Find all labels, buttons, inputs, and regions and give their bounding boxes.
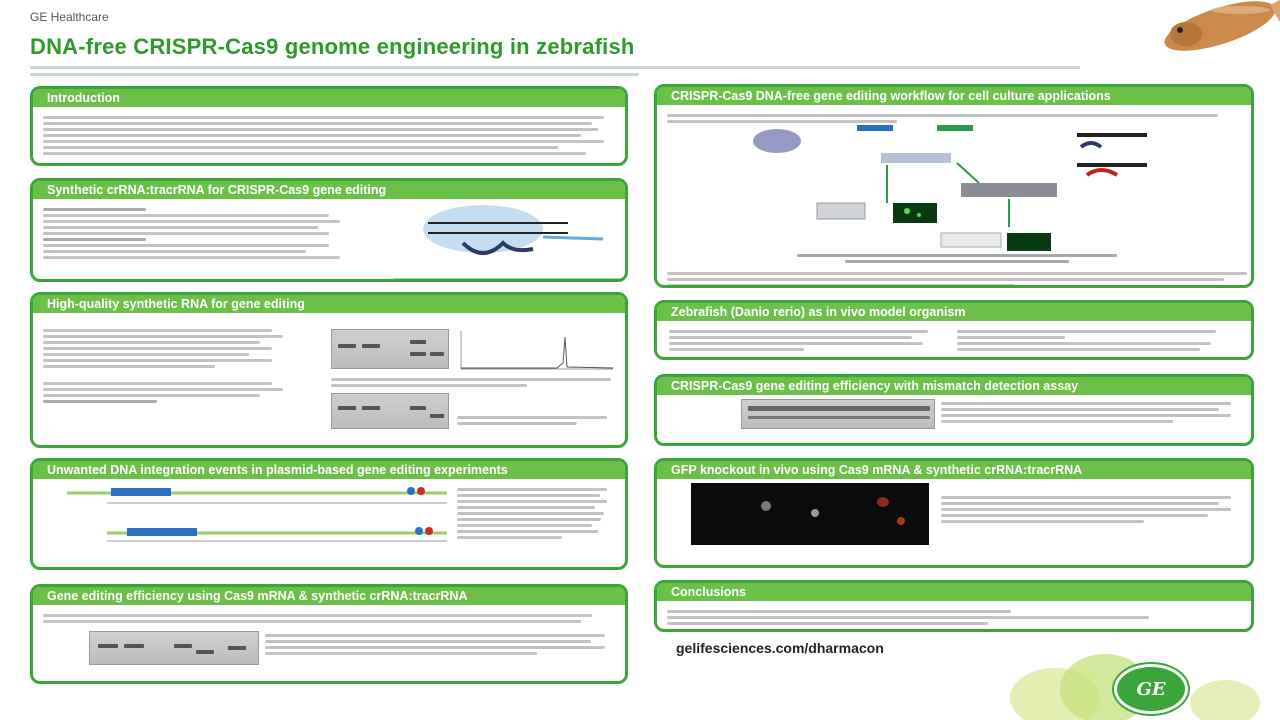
panel-high-quality-rna: High-quality synthetic RNA for gene edit… [30,292,628,448]
panel-title: GFP knockout in vivo using Cas9 mRNA & s… [657,461,1251,480]
poster-title: DNA-free CRISPR-Cas9 genome engineering … [30,34,635,59]
panel-body [657,105,1251,285]
website-url[interactable]: gelifesciences.com/dharmacon [676,640,884,656]
panel-title: High-quality synthetic RNA for gene edit… [33,295,625,314]
panel-body [657,395,1251,430]
panel-body [657,321,1251,352]
panel-title: Zebrafish (Danio rerio) as in vivo model… [657,303,1251,322]
panel-conclusions: Conclusions [654,580,1254,632]
panel-gene-editing-efficiency: Gene editing efficiency using Cas9 mRNA … [30,584,628,684]
panel-title: Unwanted DNA integration events in plasm… [33,461,625,480]
brand-label: GE Healthcare [30,10,109,24]
panel-unwanted-integration: Unwanted DNA integration events in plasm… [30,458,628,570]
zebrafish-illustration [1164,0,1280,51]
gel-image-2 [331,393,449,430]
panel-title: Introduction [33,89,625,108]
panel-zebrafish-model: Zebrafish (Danio rerio) as in vivo model… [654,300,1254,360]
decorative-circle [1190,680,1260,720]
gel-image [331,329,449,370]
panel-title: Gene editing efficiency using Cas9 mRNA … [33,587,625,606]
panel-body [33,479,625,542]
panel-body [657,479,1251,546]
plasmid-integration-diagram [67,487,447,542]
panel-introduction: Introduction [30,86,628,166]
panel-title: Synthetic crRNA:tracrRNA for CRISPR-Cas9… [33,181,625,200]
ge-logo-icon: GE [1114,664,1188,714]
panel-title: CRISPR-Cas9 gene editing efficiency with… [657,377,1251,396]
chromatogram-plot [460,331,614,370]
panel-body [33,605,625,666]
panel-title: Conclusions [657,583,1251,602]
microscopy-image [691,483,929,546]
panel-gfp-knockout: GFP knockout in vivo using Cas9 mRNA & s… [654,458,1254,568]
panel-synthetic-rna: Synthetic crRNA:tracrRNA for CRISPR-Cas9… [30,178,628,282]
panel-body [33,107,625,163]
workflow-diagram [753,125,1147,252]
panel-body [33,313,625,430]
author-affiliations [30,66,1080,80]
panel-title: CRISPR-Cas9 DNA-free gene editing workfl… [657,87,1251,106]
gel-image [89,631,259,666]
gel-image [741,399,935,430]
panel-mismatch-assay: CRISPR-Cas9 gene editing efficiency with… [654,374,1254,446]
panel-body [657,601,1251,629]
panel-workflow: CRISPR-Cas9 DNA-free gene editing workfl… [654,84,1254,288]
panel-body [33,199,625,279]
cas9-complex-diagram [423,205,604,256]
